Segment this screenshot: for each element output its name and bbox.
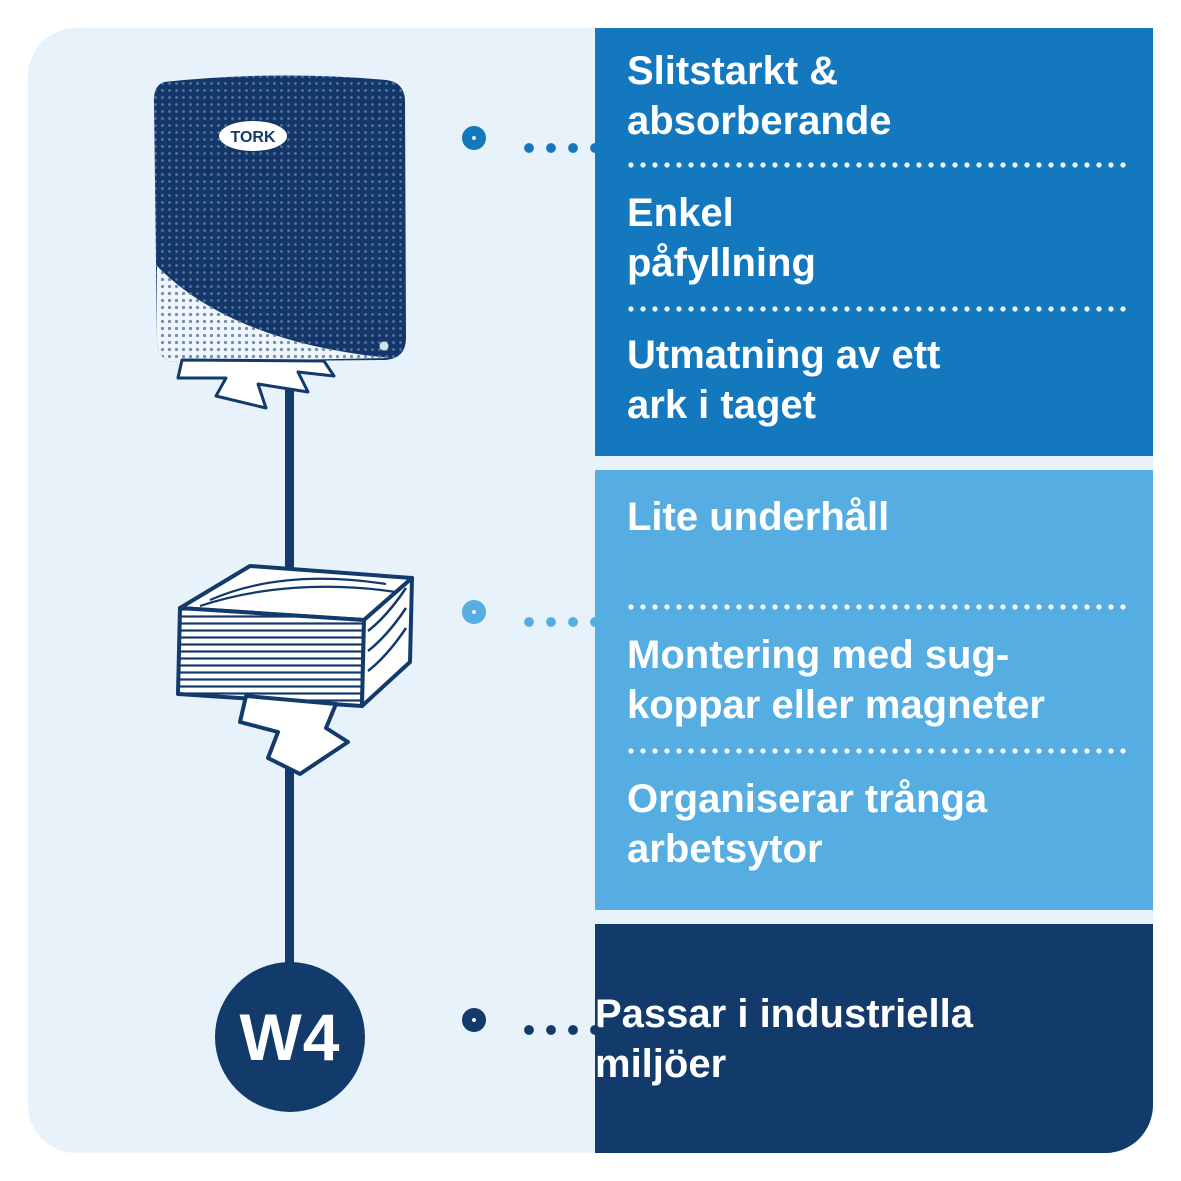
stack-hanging-towel [238, 694, 350, 776]
dotted-separator [625, 306, 1127, 312]
w4-label: W4 [239, 1000, 341, 1074]
benefit-text: Enkel påfyllning [627, 191, 816, 285]
benefits-panel-maintenance: Lite underhåll Montering med sug- koppar… [595, 470, 1153, 910]
tork-logo-text: TORK [230, 129, 275, 146]
benefit-text: Organiserar trånga arbetsytor [627, 777, 988, 871]
benefit-text: Slitstarkt & absorberande [627, 49, 892, 143]
stack-side-fold-lines [367, 587, 408, 672]
dispenser-paper-sheet [176, 358, 336, 410]
dotted-separator [625, 748, 1127, 754]
benefit-text: Lite underhåll [627, 495, 890, 539]
benefit-text: Utmatning av ett ark i taget [627, 333, 941, 427]
connector-dots-2 [518, 616, 600, 628]
stack-front-face [176, 606, 366, 708]
tork-logo: TORK [219, 121, 287, 151]
benefits-panel-environment: Passar i industriella miljöer [595, 924, 1153, 1153]
w4-system-badge: W4 [215, 962, 365, 1112]
stack-top-fold-lines [199, 577, 397, 608]
stack-side-face [360, 576, 414, 708]
dispenser-screw [379, 341, 389, 351]
dotted-separator [625, 162, 1127, 168]
benefit-text: Passar i industriella miljöer [595, 991, 973, 1086]
paper-stack-illustration [176, 564, 414, 776]
benefit-text: Montering med sug- koppar eller magneter [627, 633, 1045, 727]
connector-ring-1 [462, 126, 486, 150]
dispenser-illustration: TORK [153, 75, 406, 410]
dotted-separator [625, 604, 1127, 610]
connector-ring-3 [462, 1008, 486, 1032]
connector-dots-3 [518, 1024, 600, 1036]
benefits-panel-durability: Slitstarkt & absorberande Enkel påfyllni… [595, 28, 1153, 456]
connector-dots-1 [518, 142, 600, 154]
connector-ring-2 [462, 600, 486, 624]
